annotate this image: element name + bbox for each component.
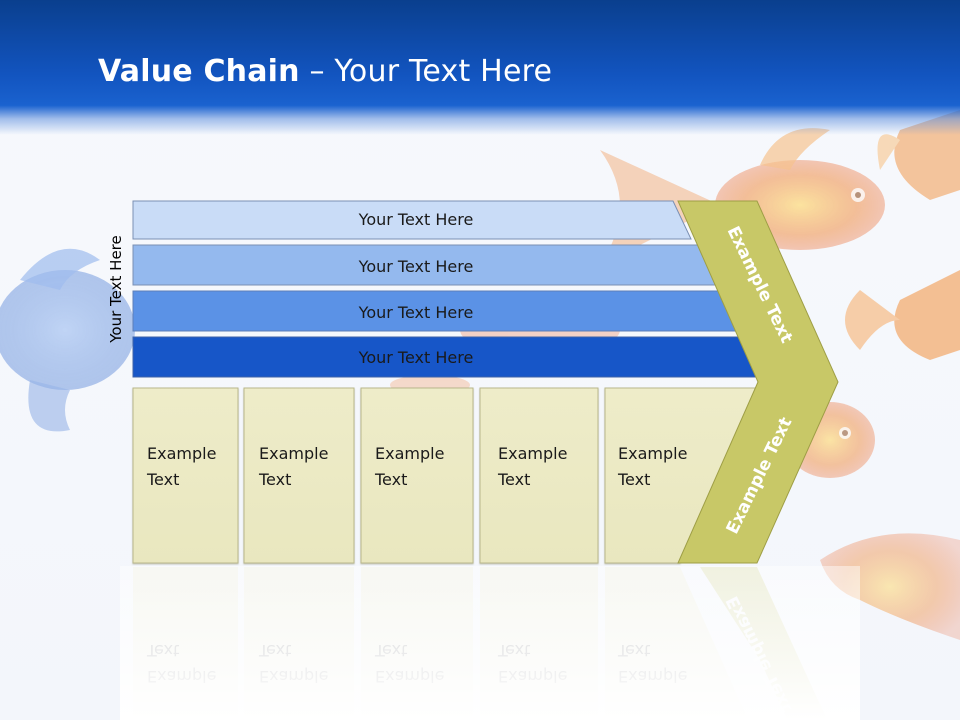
support-bar-3: Your Text Here [132, 290, 740, 332]
activity-box-line1: Example [618, 444, 687, 463]
margin-chevron: Example Text Example Text [677, 200, 839, 564]
activity-box-4: Example Text [479, 387, 599, 564]
margin-chevron-shape [677, 200, 839, 564]
activity-box-shape [360, 387, 474, 564]
support-bar-label: Your Text Here [358, 348, 474, 367]
support-bar-label: Your Text Here [358, 210, 474, 229]
activity-box-line1: Example [259, 444, 328, 463]
activity-box-line2: Text [497, 470, 530, 489]
support-bar-4: Your Text Here [132, 336, 764, 378]
support-bar-1: Your Text Here [132, 200, 692, 240]
activity-box-3: Example Text [360, 387, 474, 564]
activity-box-shape [243, 387, 355, 564]
goldfish-icon [820, 533, 960, 640]
support-bar-shape [132, 200, 692, 240]
title-bold: Value Chain [98, 54, 300, 89]
activity-box-line1: Example [147, 444, 216, 463]
activity-box-line2: Text [617, 470, 650, 489]
header-band [0, 0, 960, 135]
activity-boxes: Example Text Example Text Example Text E… [132, 387, 759, 564]
reflection-fade [120, 566, 860, 720]
goldfish-icon [845, 270, 960, 360]
slide-title: Value Chain – Your Text Here [98, 54, 552, 89]
activity-box-2: Example Text [243, 387, 355, 564]
side-label: Your Text Here [107, 235, 125, 343]
activity-box-line1: Example [498, 444, 567, 463]
activity-box-line2: Text [374, 470, 407, 489]
support-bar-label: Your Text Here [358, 257, 474, 276]
support-bars: Your Text Here Your Text Here Your Text … [132, 200, 764, 378]
activity-box-line2: Text [258, 470, 291, 489]
bluefish-icon [0, 248, 135, 432]
activity-box-shape [479, 387, 599, 564]
support-bar-label: Your Text Here [358, 303, 474, 322]
activity-box-shape [132, 387, 239, 564]
activity-box-line2: Text [146, 470, 179, 489]
support-bar-2: Your Text Here [132, 244, 717, 286]
activity-box-1: Example Text [132, 387, 239, 564]
activity-box-line1: Example [375, 444, 444, 463]
title-rest: – Your Text Here [299, 54, 553, 89]
